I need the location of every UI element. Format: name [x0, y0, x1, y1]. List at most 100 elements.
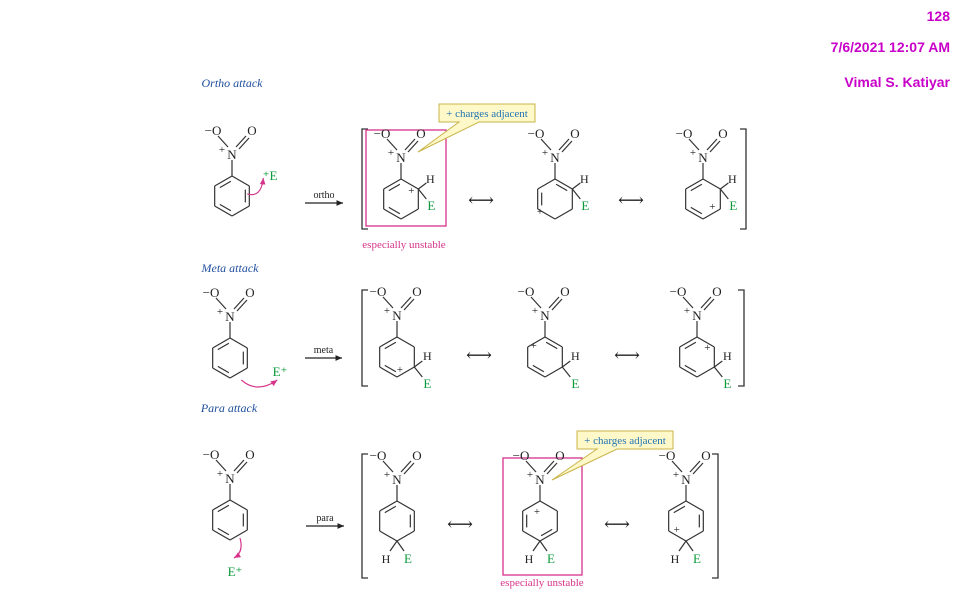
callout-text: + charges adjacent: [584, 435, 666, 447]
c-e-bond: [417, 188, 427, 200]
resonance-arrow: ⟷: [618, 190, 644, 210]
ring-bond: [539, 530, 558, 542]
slide-number: 128: [926, 8, 950, 24]
n-o-double-bond-2: [403, 462, 415, 475]
double-bond-inner: [555, 183, 568, 192]
ring-bond: [522, 500, 541, 512]
ring-plus-charge: +: [709, 201, 715, 213]
c-h-bond: [532, 540, 541, 552]
hydrogen-atom: H: [423, 349, 432, 363]
c-h-bond: [713, 360, 723, 368]
ring-bond: [231, 175, 250, 187]
n-o-double-bond: [400, 460, 412, 473]
oxygen-atom: O: [718, 126, 727, 141]
hydrogen-atom: H: [426, 172, 435, 186]
oxygen-minus-atom: −O: [370, 448, 387, 463]
unstable-note: especially unstable: [500, 577, 584, 589]
c-e-bond: [539, 540, 548, 552]
double-bond-inner: [219, 203, 232, 212]
n-o-double-bond-2: [236, 461, 248, 474]
n-o-double-bond-2: [703, 298, 715, 311]
left-bracket: [361, 128, 368, 230]
double-bond-inner: [217, 504, 230, 513]
n-o-double-bond: [706, 138, 718, 151]
double-bond-inner: [684, 364, 697, 373]
oxygen-minus-atom: −O: [676, 126, 693, 141]
ring-bond: [685, 500, 704, 512]
n-plus-charge: +: [217, 306, 223, 318]
nitrogen-atom: N: [540, 308, 550, 323]
n-o-single-bond: [688, 138, 700, 151]
callout-balloon: [551, 430, 674, 481]
ring-bond: [229, 499, 248, 511]
left-bracket: [361, 453, 368, 579]
ring-bond: [668, 500, 687, 512]
nitrogen-atom: N: [225, 309, 235, 324]
electrophile: E: [547, 551, 555, 566]
n-plus-charge: +: [527, 469, 533, 481]
oxygen-minus-atom: −O: [370, 284, 387, 299]
ring-bond: [212, 499, 231, 511]
ring-plus-charge: +: [408, 185, 414, 197]
hydrogen-atom: H: [723, 349, 732, 363]
c-e-bond: [571, 188, 581, 200]
oxygen-atom: O: [412, 284, 421, 299]
n-o-double-bond-2: [403, 298, 415, 311]
ring-plus-charge: +: [534, 506, 540, 518]
hydrogen-atom: H: [571, 349, 580, 363]
ring-bond: [685, 530, 704, 542]
c-e-bond: [685, 540, 694, 552]
ring-bond: [679, 336, 698, 348]
hydrogen-atom: H: [580, 172, 589, 186]
ring-bond: [379, 500, 398, 512]
electrophile: E: [723, 376, 731, 391]
n-o-single-bond: [530, 296, 542, 309]
c-h-bond: [413, 360, 423, 368]
resonance-arrow: ⟷: [466, 345, 492, 365]
double-bond-inner: [217, 527, 230, 536]
ortho-title: Ortho attack: [202, 76, 264, 90]
ring-bond: [527, 336, 546, 348]
ring-bond: [379, 336, 398, 348]
oxygen-minus-atom: −O: [659, 448, 676, 463]
n-o-single-bond: [386, 138, 398, 151]
n-o-single-bond: [682, 296, 694, 309]
n-o-double-bond: [400, 296, 412, 309]
ring-bond: [214, 205, 233, 217]
n-o-single-bond: [671, 460, 683, 473]
n-plus-charge: +: [384, 469, 390, 481]
oxygen-minus-atom: −O: [513, 448, 530, 463]
curved-electron-arrow: [233, 537, 242, 559]
ring-plus-charge: +: [704, 342, 710, 354]
double-bond-inner: [384, 341, 397, 350]
meta-title: Meta attack: [201, 261, 260, 275]
n-o-single-bond: [382, 460, 394, 473]
ring-plus-charge: +: [397, 364, 403, 376]
slide-datetime: 7/6/2021 12:07 AM: [830, 39, 950, 55]
hydrogen-atom: H: [525, 552, 534, 566]
ring-bond: [702, 208, 721, 220]
oxygen-atom: O: [416, 126, 425, 141]
para-title: Para attack: [200, 401, 258, 415]
electrophile: E: [427, 198, 435, 213]
n-plus-charge: +: [684, 305, 690, 317]
ring-bond: [539, 500, 558, 512]
n-o-single-bond: [525, 460, 537, 473]
curved-electron-arrow: [247, 177, 266, 196]
oxygen-atom: O: [712, 284, 721, 299]
c-e-bond: [413, 366, 423, 378]
n-o-single-bond: [215, 459, 227, 472]
ring-bond: [668, 530, 687, 542]
n-o-double-bond: [548, 296, 560, 309]
double-bond-inner: [384, 364, 397, 373]
double-bond-inner: [540, 528, 553, 537]
ring-bond: [212, 367, 231, 379]
right-bracket: [738, 289, 745, 387]
ring-bond: [400, 208, 419, 220]
nitrogen-atom: N: [396, 150, 406, 165]
n-o-double-bond: [689, 460, 701, 473]
ring-plus-charge: +: [537, 206, 543, 218]
ring-bond: [214, 175, 233, 187]
ring-bond: [229, 367, 248, 379]
double-bond-inner: [219, 180, 232, 189]
